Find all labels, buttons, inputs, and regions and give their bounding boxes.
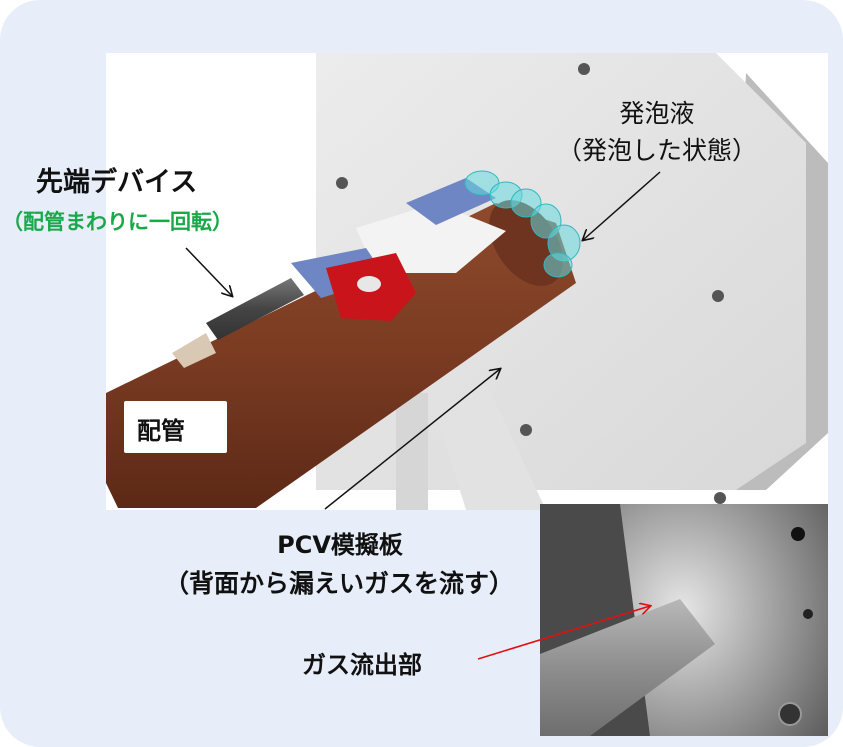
- bolt: [520, 424, 532, 436]
- bolt: [336, 177, 348, 189]
- arrow-pcv-plate: [324, 369, 500, 510]
- arrow-gas-outlet: [477, 606, 650, 660]
- bolt: [778, 702, 802, 726]
- tip-device-label: 先端デバイス: [36, 167, 198, 198]
- arrow-foam: [583, 171, 661, 240]
- bolt: [714, 492, 726, 504]
- pcv-note-label: （背面から漏えいガスを流す）: [163, 569, 514, 598]
- bolt: [578, 63, 590, 75]
- gas-outlet-label: ガス流出部: [302, 651, 422, 679]
- device-tip: [172, 333, 216, 368]
- foam-state-label: （発泡した状態）: [556, 136, 757, 165]
- bolt-hole: [791, 527, 805, 541]
- pcv-plate-label: PCV模擬板: [277, 531, 403, 559]
- pipe-shaft: [540, 599, 715, 736]
- foam-liquid-label: 発泡液: [619, 99, 695, 128]
- bolt: [712, 290, 724, 302]
- probe-rod-upper: [206, 278, 304, 340]
- support-leg: [396, 393, 428, 510]
- foam-bubbles: [464, 170, 581, 278]
- gas-outlet-photo: [540, 504, 828, 736]
- pipe-label-box: [124, 401, 227, 453]
- tip-rotation-label: （配管まわりに一回転）: [2, 210, 233, 234]
- support-brace: [436, 383, 546, 510]
- pipe-device-illustration: [106, 53, 828, 510]
- pipe-label: 配管: [137, 417, 185, 445]
- bolt-hole: [803, 609, 813, 619]
- arrow-tip-device: [185, 247, 232, 296]
